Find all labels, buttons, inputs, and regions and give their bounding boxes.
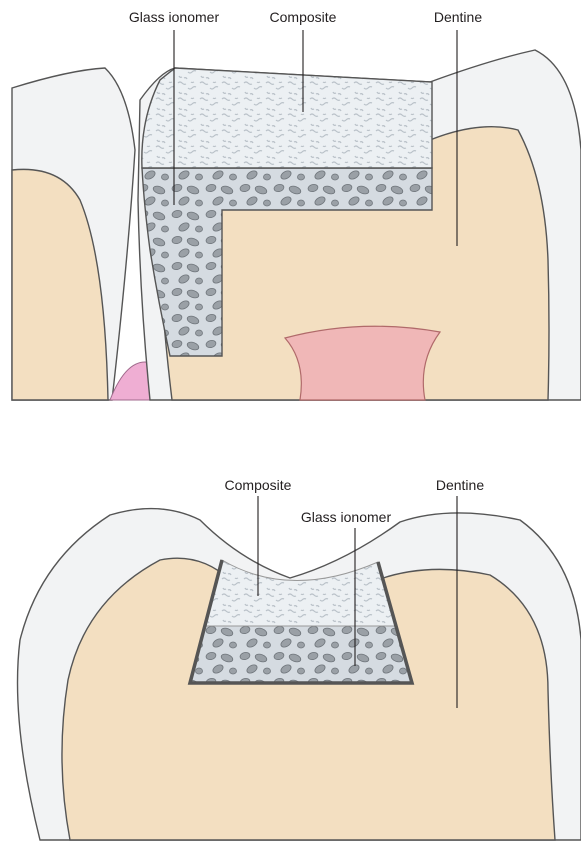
- pulp-chamber: [285, 326, 440, 400]
- label-composite: Composite: [270, 9, 337, 25]
- composite-layer: [142, 68, 432, 168]
- label-glass-ionomer: Glass ionomer: [129, 9, 220, 25]
- label-dentine: Dentine: [434, 9, 482, 25]
- label-bottom-dentine: Dentine: [436, 477, 484, 493]
- bottom-composite-layer: [205, 560, 395, 626]
- label-bottom-glass-ionomer: Glass ionomer: [301, 509, 392, 525]
- label-bottom-composite: Composite: [225, 477, 292, 493]
- top-figure: Glass ionomer Composite Dentine: [12, 9, 581, 400]
- bottom-glass-ionomer-layer: [190, 626, 412, 683]
- bottom-figure: Composite Glass ionomer Dentine: [18, 477, 581, 840]
